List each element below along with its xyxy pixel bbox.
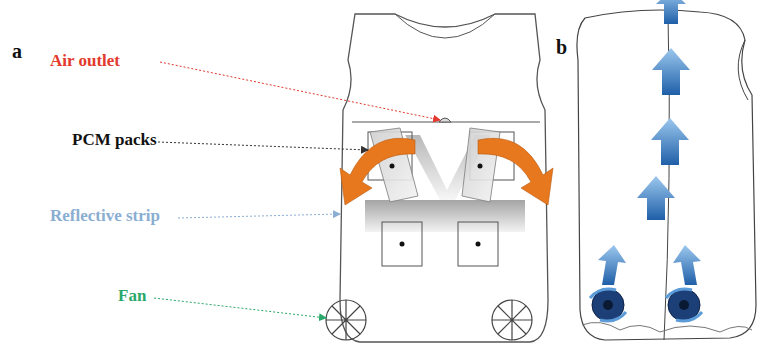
part-label: PCM packs (72, 131, 157, 150)
part-label: Fan (118, 287, 146, 306)
panel-letter: a (12, 40, 22, 62)
panel-letter: b (556, 36, 567, 58)
part-label: Air outlet (50, 52, 120, 71)
part-label: Reflective strip (50, 207, 160, 226)
